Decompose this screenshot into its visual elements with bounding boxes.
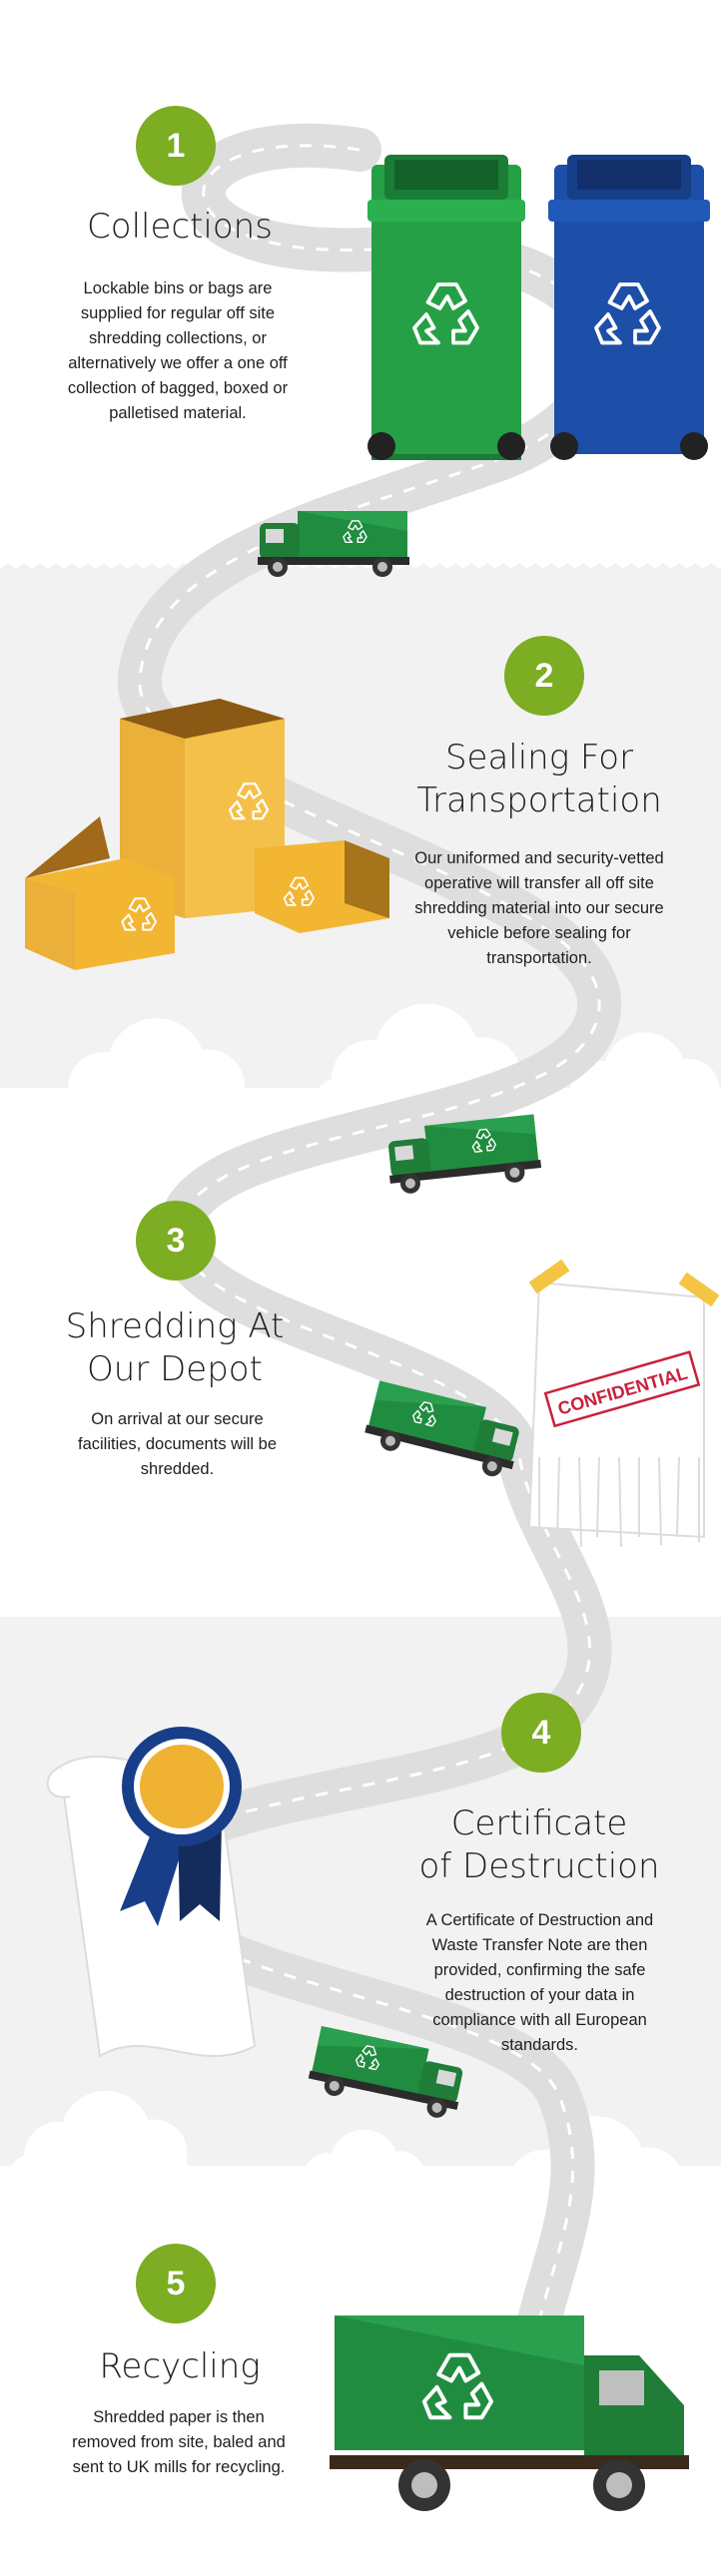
step-5-title: Recycling — [99, 2346, 261, 2386]
shredded-paper-icon: CONFIDENTIAL — [527, 1259, 720, 1548]
step-3-title: Shredding At Our Depot — [65, 1306, 285, 1389]
wheelie-bin-icon — [367, 155, 525, 460]
step-5-description: Shredded paper is then removed from site… — [72, 2408, 286, 2476]
wheelie-bin-icon — [548, 155, 710, 460]
rosette-icon — [120, 1727, 242, 1926]
step-4-description: A Certificate of Destruction and Waste T… — [425, 1911, 654, 2054]
step-1-description: Lockable bins or bags are supplied for r… — [67, 279, 289, 422]
step-2-title: Sealing For Transportation — [416, 738, 662, 820]
truck-icon — [330, 2316, 689, 2511]
step-4-badge: 4 — [501, 1693, 581, 1773]
step-3-badge: 3 — [136, 1201, 216, 1281]
step-3-description: On arrival at our secure facilities, doc… — [78, 1410, 277, 1478]
step-2-description: Our uniformed and security-vetted operat… — [414, 849, 664, 967]
step-2-badge: 2 — [504, 636, 584, 716]
step-1-badge: 1 — [136, 106, 216, 186]
step-1-title: Collections — [87, 207, 273, 247]
cardboard-box-icon — [25, 699, 389, 970]
step-5-badge: 5 — [136, 2244, 216, 2323]
step-4-title: Certificate of Destruction — [418, 1803, 660, 1886]
